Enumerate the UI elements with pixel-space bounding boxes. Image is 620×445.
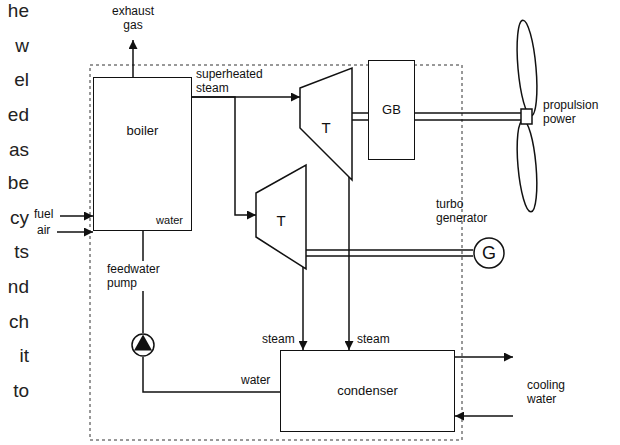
text-fragment: as	[0, 139, 29, 161]
propeller-shaft	[415, 119, 522, 121]
node-text: T	[276, 212, 285, 229]
fuel-arrow	[60, 215, 93, 217]
turbine-symbol: T	[300, 68, 352, 180]
text-fragment: el	[0, 69, 29, 91]
turbine-outline	[300, 68, 352, 180]
pipe-line	[348, 177, 350, 350]
generator-outline	[474, 238, 504, 268]
text-fragment: nd	[0, 276, 29, 298]
air-arrow	[57, 231, 93, 233]
shaft-line	[306, 250, 473, 256]
node-text: feedwater pump	[107, 261, 169, 291]
shaft-line	[352, 119, 368, 121]
node-text: G	[482, 243, 496, 264]
pipe-line	[143, 357, 280, 392]
propeller-hub	[521, 109, 532, 124]
propeller-blade	[514, 119, 540, 212]
propeller-shaft	[415, 112, 522, 114]
text-fragment: be	[0, 172, 29, 194]
generator-label: turbo generator	[436, 198, 500, 226]
text-fragment: ts	[0, 241, 29, 263]
node-text: water	[156, 214, 183, 227]
cooling-water-label: cooling water	[527, 379, 579, 407]
pump-triangle	[134, 335, 152, 351]
turbine-symbol: T	[256, 165, 306, 269]
condenser-box: condenser	[280, 350, 455, 432]
edge-label: steam	[357, 333, 390, 347]
text-fragment: cy	[0, 207, 29, 229]
turbine-outline	[256, 165, 306, 269]
text-fragment: w	[0, 35, 29, 57]
cooling-water-out	[455, 356, 513, 358]
exhaust-label: exhaust gas	[105, 5, 161, 33]
node-text: T	[321, 119, 330, 136]
pipe-line	[302, 266, 304, 350]
shaft-line	[306, 249, 473, 251]
edge-label: superheated steam	[196, 68, 266, 96]
generator-circle: G	[473, 237, 505, 269]
text-fragment: ed	[0, 104, 29, 126]
shaft-line	[306, 255, 473, 257]
node-text: GB	[382, 103, 401, 118]
exhaust-arrow	[132, 40, 134, 77]
shaft-line	[352, 113, 368, 120]
propeller-blade	[514, 19, 540, 116]
pump-symbol-outline	[131, 333, 155, 357]
fuel-label: fuel	[34, 208, 53, 222]
edge-label: steam	[262, 333, 295, 347]
pump-symbol: feedwater pump	[131, 333, 155, 357]
node-text: boiler	[127, 124, 159, 139]
text-fragment: to	[0, 380, 29, 402]
pump-outline	[132, 334, 154, 356]
node-text: condenser	[337, 384, 398, 399]
text-fragment: he	[0, 0, 29, 22]
pipe-line	[192, 97, 256, 215]
text-fragment: ch	[0, 311, 29, 333]
cooling-water-in	[455, 415, 513, 417]
boiler-box: boiler water	[93, 77, 192, 231]
edge-label: water	[241, 374, 270, 388]
shaft-line	[352, 112, 368, 114]
text-fragment: it	[0, 345, 29, 367]
propulsion-label: propulsion power	[543, 99, 609, 127]
air-label: air	[37, 224, 50, 238]
gearbox-box: GB	[368, 60, 415, 160]
